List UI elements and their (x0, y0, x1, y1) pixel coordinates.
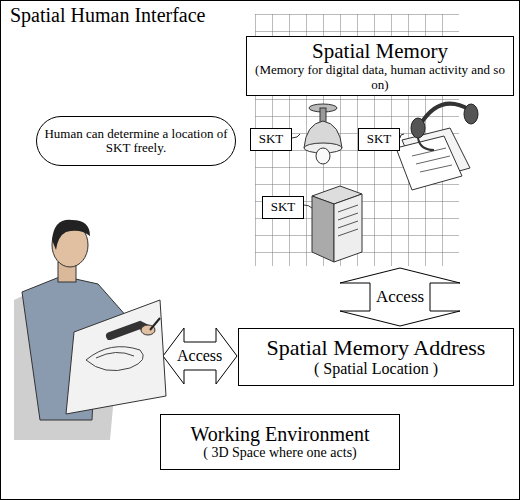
box-heading: SKT (271, 200, 296, 214)
access-label: Access (374, 288, 426, 307)
lamp-figure (292, 104, 342, 164)
headset-papers-figure (396, 104, 478, 190)
box-heading: Working Environment (191, 423, 370, 445)
memory-box: Spatial Memory(Memory for digital data, … (246, 36, 514, 96)
box-heading: SKT (259, 132, 284, 146)
skt-tag: SKT (358, 128, 400, 151)
box-heading: Spatial Memory Address (267, 336, 486, 360)
note-bubble: Human can determine a location of SKT fr… (36, 116, 236, 166)
skt-tag: SKT (262, 196, 304, 219)
box-heading: Human can determine a location of SKT fr… (43, 127, 229, 156)
box-heading: Spatial Memory (312, 40, 448, 63)
diagram-title: Spatial Human Interface (8, 4, 207, 26)
address-box: Spatial Memory Address( Spatial Location… (238, 328, 514, 386)
person-figure (14, 220, 166, 440)
box-heading: SKT (367, 132, 392, 146)
environment-box: Working Environment( 3D Space where one … (160, 414, 400, 470)
server-figure (304, 186, 362, 262)
access-label: Access (175, 347, 224, 365)
access-double-arrow (163, 328, 237, 384)
box-subtext: ( 3D Space where one acts) (203, 445, 357, 460)
box-subtext: ( Spatial Location ) (314, 360, 438, 378)
access-double-arrow (340, 268, 460, 326)
box-subtext: (Memory for digital data, human activity… (253, 63, 507, 92)
skt-tag: SKT (250, 128, 292, 151)
